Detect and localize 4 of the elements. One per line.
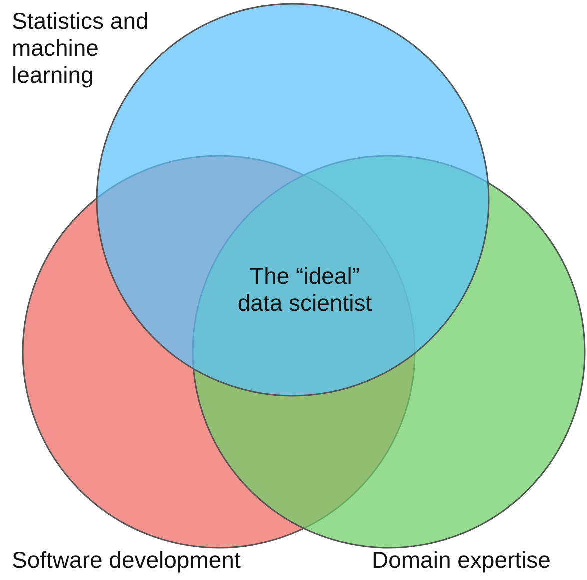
set-label: Software development	[12, 547, 242, 574]
set-label: Statistics and machine learning	[12, 8, 150, 89]
intersection-label: The “ideal” data scientist	[236, 263, 374, 317]
set-label: Domain expertise	[372, 547, 552, 574]
